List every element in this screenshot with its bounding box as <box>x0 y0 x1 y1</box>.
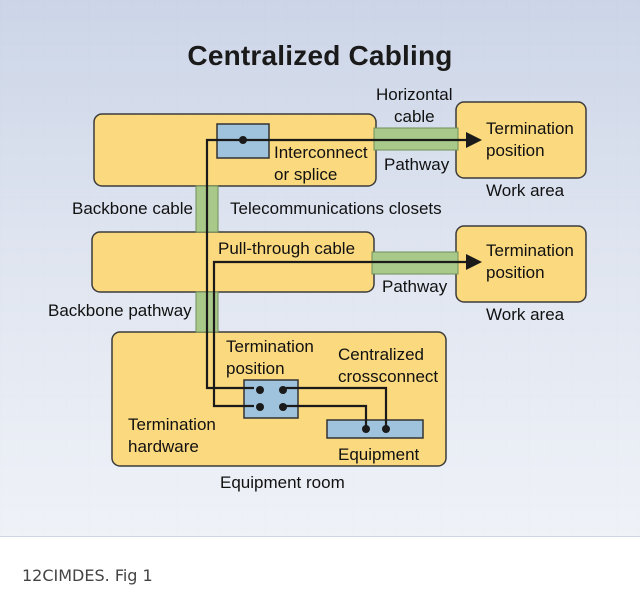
label-termination-hardware-line1: Termination <box>128 415 216 434</box>
label-telecommunications-closets: Telecommunications closets <box>230 199 442 218</box>
crossconnect-block <box>243 379 299 419</box>
label-termination-position-1-line1: Termination <box>486 119 574 138</box>
label-pathway-2: Pathway <box>382 277 448 296</box>
crossconnect-dot-2 <box>279 386 287 394</box>
label-termination-position-eq-line1: Termination <box>226 337 314 356</box>
label-termination-hardware-line2: hardware <box>128 437 199 456</box>
label-termination-position-2-line1: Termination <box>486 241 574 260</box>
label-termination-position-2-line2: position <box>486 263 545 282</box>
label-pathway-1: Pathway <box>384 155 450 174</box>
crossconnect-dot-3 <box>256 403 264 411</box>
figure-caption: 12CIMDES. Fig 1 <box>22 566 153 585</box>
label-horizontal-cable-line2: cable <box>394 107 435 126</box>
label-interconnect-line1: Interconnect <box>274 143 368 162</box>
label-termination-position-eq-line2: position <box>226 359 285 378</box>
label-pull-through-cable: Pull-through cable <box>218 239 356 258</box>
label-centralized-crossconnect-line1: Centralized <box>338 345 424 364</box>
interconnect-dot <box>239 136 247 144</box>
cabling-diagram <box>91 101 587 467</box>
pull-through-cable <box>212 260 470 408</box>
label-interconnect-line2: or splice <box>274 165 338 184</box>
label-centralized-crossconnect-line2: crossconnect <box>338 367 439 386</box>
cables <box>205 138 470 428</box>
label-backbone-cable: Backbone cable <box>72 199 193 218</box>
label-equipment: Equipment <box>338 445 420 464</box>
arrow-termination-2 <box>466 254 482 270</box>
label-equipment-room: Equipment room <box>220 473 345 492</box>
equipment-dot-2 <box>382 425 390 433</box>
backbone-cable <box>205 138 254 390</box>
label-horizontal-cable-line1: Horizontal <box>376 85 453 104</box>
equipment-cable-1 <box>286 386 388 428</box>
label-work-area-1: Work area <box>486 181 565 200</box>
label-termination-position-1-line2: position <box>486 141 545 160</box>
equipment-block <box>326 419 424 439</box>
equipment-dot-1 <box>362 425 370 433</box>
diagram-title: Centralized Cabling <box>187 40 453 71</box>
caption-divider <box>0 536 640 537</box>
crossconnect-dot-1 <box>256 386 264 394</box>
label-work-area-2: Work area <box>486 305 565 324</box>
arrow-termination-1 <box>466 132 482 148</box>
label-backbone-pathway: Backbone pathway <box>48 301 192 320</box>
crossconnect-dot-4 <box>279 403 287 411</box>
equipment-cable-2 <box>286 404 368 428</box>
